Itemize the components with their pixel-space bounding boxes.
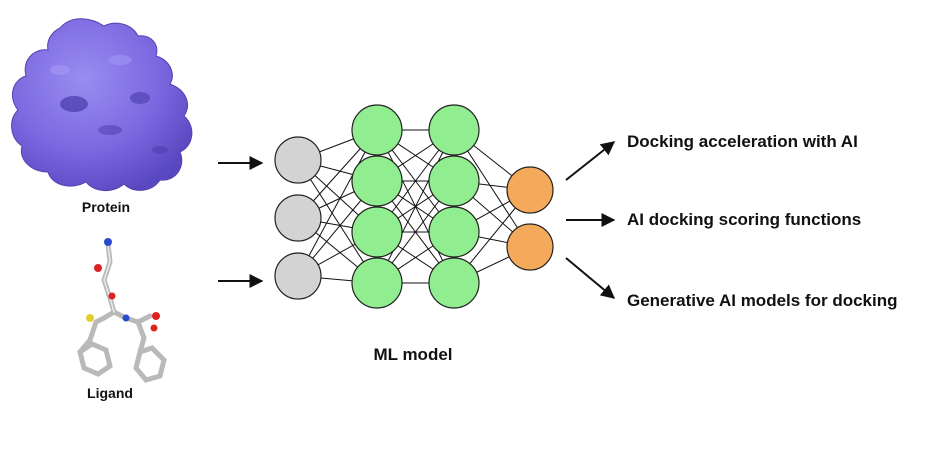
output-node-1 xyxy=(506,166,554,214)
output-arrow-3 xyxy=(565,257,616,299)
neural-network xyxy=(274,104,554,309)
hidden1-node-3 xyxy=(351,206,403,258)
edge-input-2-to-hidden1-0 xyxy=(297,129,378,277)
input-node-1 xyxy=(274,136,322,184)
hidden2-node-1 xyxy=(428,104,480,156)
output-label-scoring-functions: AI docking scoring functions xyxy=(627,210,861,229)
hidden1-node-1 xyxy=(351,104,403,156)
hidden2-node-4 xyxy=(428,257,480,309)
hidden2-node-3 xyxy=(428,206,480,258)
edge-hidden1-3-to-hidden2-0 xyxy=(376,129,455,284)
ligand-label: Ligand xyxy=(87,385,133,401)
hidden1-node-2 xyxy=(351,155,403,207)
input-node-3 xyxy=(274,252,322,300)
protein-structure-image xyxy=(11,18,193,191)
output-arrow-1 xyxy=(565,141,616,181)
output-node-2 xyxy=(506,223,554,271)
network-connections xyxy=(297,129,531,284)
output-label-generative-models: Generative AI models for docking xyxy=(627,291,898,310)
output-label-docking-acceleration: Docking acceleration with AI xyxy=(627,132,858,151)
protein-label: Protein xyxy=(82,199,130,215)
input-node-2 xyxy=(274,194,322,242)
ligand-structure-image xyxy=(77,238,167,383)
hidden2-node-2 xyxy=(428,155,480,207)
ml-model-label: ML model xyxy=(373,345,452,364)
hidden1-node-4 xyxy=(351,257,403,309)
